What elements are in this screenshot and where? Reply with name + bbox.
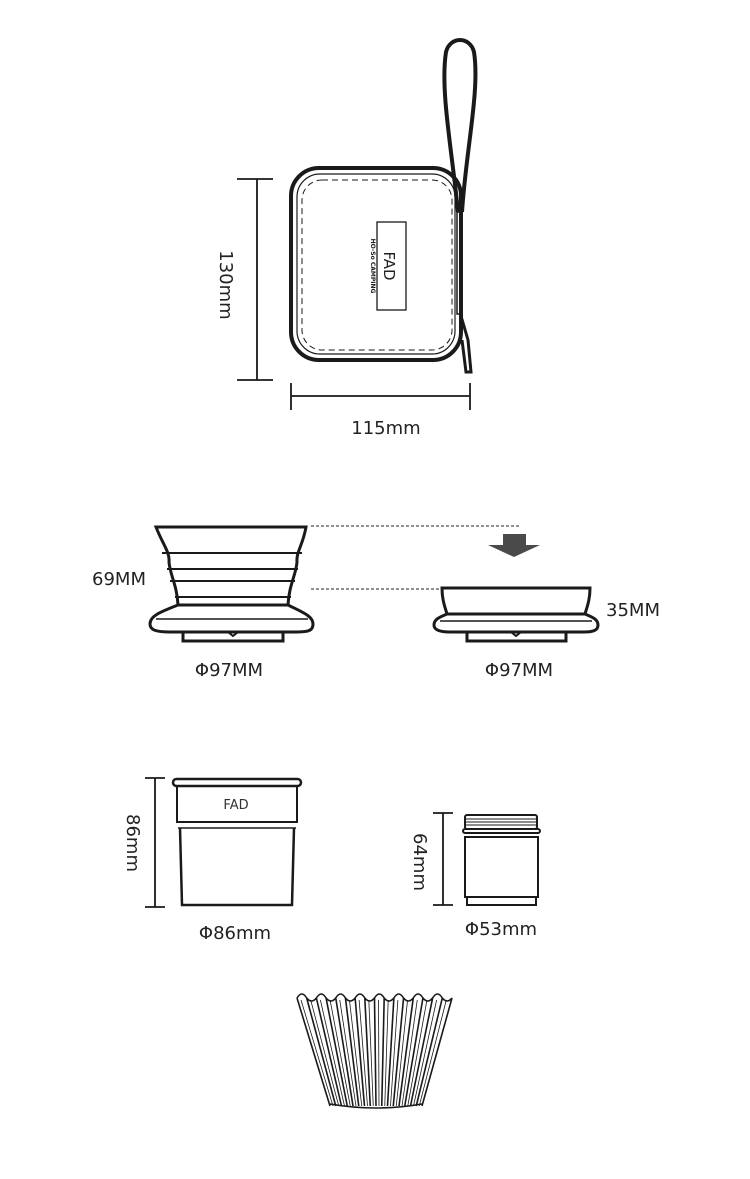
paper-filter	[296, 993, 453, 1109]
filter-pleat	[364, 997, 372, 1107]
filter-pleat	[390, 999, 399, 1107]
filter-pleat	[409, 997, 434, 1107]
filter-pleat	[398, 997, 415, 1107]
case-logo-box	[376, 221, 407, 311]
carry-case: FAD HO-So CAMPING	[289, 38, 478, 374]
filter-pleat	[421, 997, 453, 1107]
filter-pleat	[349, 999, 363, 1107]
cup-height-dimension	[145, 777, 165, 908]
filter-pleat	[368, 999, 374, 1107]
filter-pleat	[401, 999, 418, 1107]
filter-pleat	[334, 997, 354, 1107]
filter-pleat	[392, 997, 405, 1107]
case-height-dimension: 130mm	[215, 178, 273, 381]
filter-pleat	[300, 999, 334, 1107]
filter-base	[329, 1103, 423, 1109]
cup-diameter-label: Φ86mm	[199, 923, 271, 944]
filter-pleat	[310, 999, 340, 1107]
filter-pleat	[329, 999, 351, 1107]
filter-pleat	[403, 997, 424, 1107]
filter-pleat	[296, 997, 331, 1107]
filter-pleat	[354, 997, 366, 1107]
jar-height-label: 64mm	[409, 833, 430, 891]
dripper-collapsed-diameter-label: Φ97MM	[485, 660, 553, 681]
filter-pleat	[378, 999, 380, 1107]
dripper-extended-height-label: 69MM	[92, 569, 146, 590]
cup	[171, 777, 303, 907]
jar	[462, 814, 541, 906]
filter-pleat	[319, 999, 345, 1107]
filter-pleat	[339, 999, 357, 1107]
zipper-pull	[459, 315, 473, 374]
filter-pleat	[380, 997, 385, 1107]
dripper-collapsed-height-label: 35MM	[606, 600, 660, 621]
filter-pleat	[386, 997, 395, 1107]
case-body	[289, 166, 463, 362]
dripper-extended	[148, 525, 315, 643]
filter-pleat	[373, 997, 377, 1107]
cup-height-label: 86mm	[122, 814, 143, 872]
filter-pleat	[305, 997, 337, 1107]
dripper-collapsed	[432, 586, 600, 643]
filter-pleat	[407, 999, 428, 1107]
case-width-dimension: 115mm	[290, 383, 471, 439]
cup-logo: FAD	[223, 798, 248, 813]
filter-pleat	[315, 997, 343, 1107]
case-logo-subtext: HO-So CAMPING	[369, 239, 376, 294]
case-logo: FAD	[380, 251, 398, 280]
filter-pleat	[395, 999, 408, 1107]
collapse-arrow-icon	[488, 534, 540, 557]
filter-pleat	[384, 999, 389, 1107]
filter-pleat	[344, 997, 360, 1107]
case-zipper-tab	[456, 211, 463, 315]
filter-pleat	[415, 997, 444, 1107]
filter-pleat	[413, 999, 438, 1107]
filter-pleat	[325, 997, 349, 1107]
case-strap	[442, 38, 478, 213]
dripper-extended-diameter-label: Φ97MM	[195, 660, 263, 681]
filter-pleat	[358, 999, 368, 1107]
jar-diameter-label: Φ53mm	[465, 919, 537, 940]
case-height-label: 130mm	[215, 250, 236, 319]
filter-pleat	[418, 999, 447, 1107]
jar-height-dimension	[433, 812, 453, 906]
case-width-label: 115mm	[351, 418, 420, 439]
